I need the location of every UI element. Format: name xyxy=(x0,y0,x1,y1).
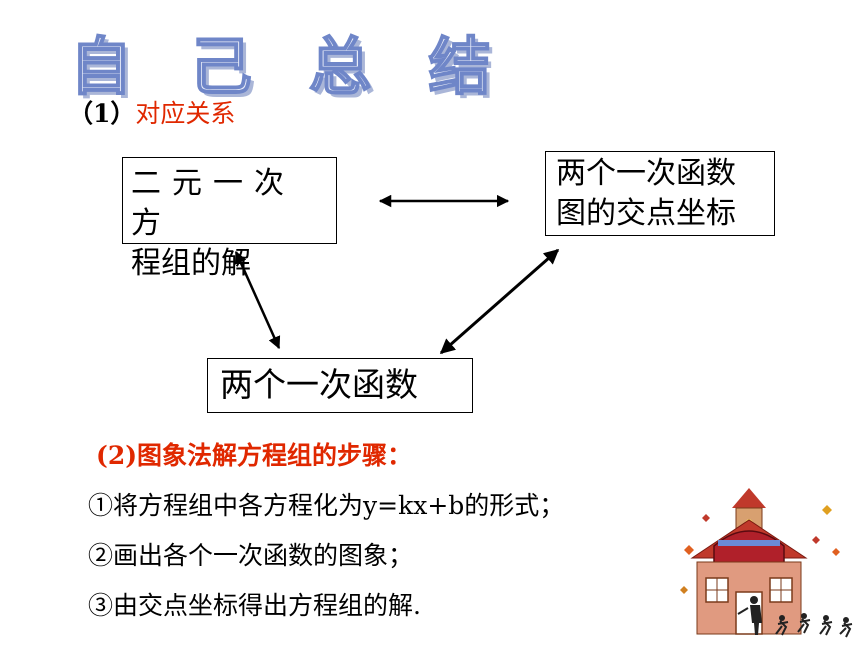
section-2-heading: (2)图象法解方程组的步骤： xyxy=(96,441,413,470)
box-a-line-1: 二元一次方 xyxy=(131,166,295,241)
step-2: ②画出各个一次函数的图象； xyxy=(88,541,414,570)
section-1-heading: （1）对应关系 xyxy=(68,94,235,130)
step-3: ③由交点坐标得出方程组的解. xyxy=(88,591,421,620)
arrow-a-c xyxy=(234,250,281,350)
section-1-label: 对应关系 xyxy=(135,99,236,128)
school-house-icon xyxy=(680,488,853,638)
page-title: 自 己 总 结 xyxy=(69,29,509,104)
box-equation-solution: 二元一次方 程组的解 xyxy=(122,157,337,281)
box-c-text: 两个一次函数 xyxy=(220,365,418,404)
box-a-line-2: 程组的解 xyxy=(131,246,251,281)
section-1-number: （1） xyxy=(68,99,136,128)
arrow-c-b xyxy=(439,248,560,355)
box-b-line-2: 图的交点坐标 xyxy=(556,196,736,231)
box-intersection-coordinates: 两个一次函数 图的交点坐标 xyxy=(545,151,775,236)
box-b-line-1: 两个一次函数 xyxy=(556,156,736,191)
step-1: ①将方程组中各方程化为y=kx+b的形式； xyxy=(88,491,565,520)
box-two-linear-functions: 两个一次函数 xyxy=(207,358,473,413)
